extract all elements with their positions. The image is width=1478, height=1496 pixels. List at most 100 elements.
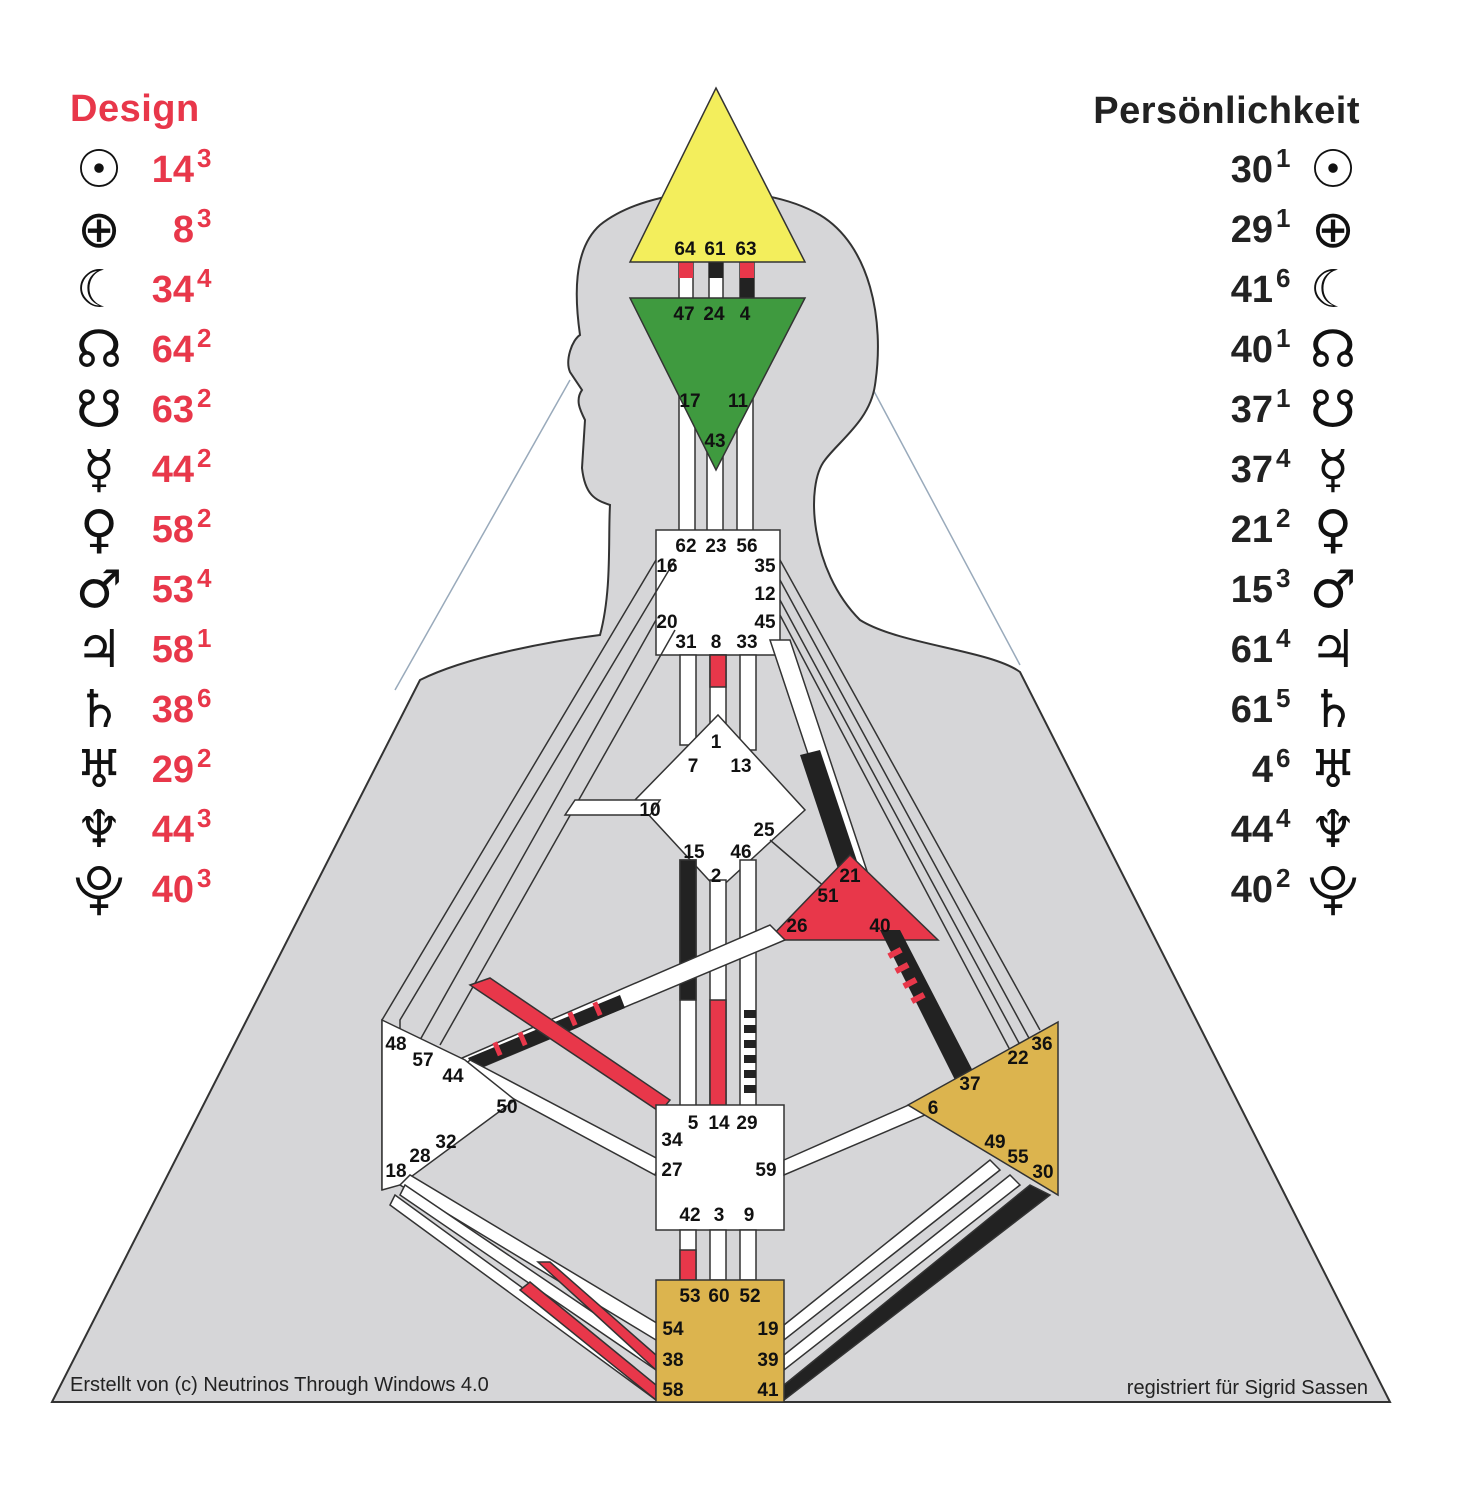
planet-line: 2 [1276,862,1291,893]
south-node-icon: ☋ [1309,380,1357,440]
gate-label: 19 [757,1319,778,1340]
spleen-center [381,1018,517,1191]
gate-label: 18 [385,1161,406,1182]
gate-label: 14 [708,1113,730,1134]
gate-label: 35 [754,556,776,577]
planet-line: 3 [197,142,212,173]
gate-label: 42 [679,1205,700,1226]
perspective-line-right [867,379,1021,666]
gate-label: 25 [753,820,775,841]
planet-gate: 37 [1230,448,1273,491]
gate-label: 32 [435,1132,456,1153]
gate-label: 51 [817,886,839,907]
planet-line: 2 [197,742,212,773]
gate-label: 56 [736,536,757,557]
planet-gate: 41 [1230,268,1273,311]
planet-line: 4 [1276,802,1291,833]
gate-label: 26 [786,916,807,937]
gate-label: 3 [714,1205,725,1226]
mars-icon: ♂ [1309,560,1357,620]
planet-line: 4 [1276,442,1291,473]
gate-label: 44 [442,1066,464,1087]
gate-label: 23 [705,536,726,557]
planet-line: 3 [197,802,212,833]
jupiter-icon: ♃ [1309,620,1357,680]
gate-label: 10 [639,800,660,821]
planet-gate: 38 [151,688,194,731]
mars-icon: ♂ [75,560,123,620]
gate-label: 33 [736,632,757,653]
planet-line: 1 [1276,322,1291,353]
gate-label: 22 [1007,1048,1028,1069]
gate-label: 16 [656,556,677,577]
venus-icon: ♀ [1313,500,1353,560]
planet-gate: 63 [151,388,194,431]
south-node-icon: ☋ [75,380,123,440]
mercury-icon: ☿ [1317,440,1349,500]
gate-label: 52 [739,1286,760,1307]
gate-label: 40 [869,916,890,937]
planet-gate: 4 [1251,748,1273,791]
planet-gate: 58 [151,628,194,671]
planet-gate: 40 [151,868,194,911]
gate-label: 53 [679,1286,700,1307]
gate-label: 15 [683,842,705,863]
moon-icon: ☾ [1309,260,1357,320]
gate-label: 34 [661,1130,683,1151]
channels-throat-g [679,654,757,751]
planet-line: 5 [1276,682,1291,713]
gate-label: 50 [496,1097,517,1118]
channels-root-spleen [389,1174,661,1402]
gate-label: 61 [704,239,726,260]
uranus-icon: ♅ [75,740,123,800]
gate-label: 29 [736,1113,757,1134]
planet-line: 2 [197,322,212,353]
planet-line: 6 [197,682,212,713]
planet-gate: 8 [172,208,194,251]
north-node-icon: ☊ [1309,320,1357,380]
planet-gate: 53 [151,568,194,611]
planet-gate: 15 [1230,568,1273,611]
gate-label: 24 [703,304,725,325]
uranus-icon: ♅ [1309,740,1357,800]
gate-label: 21 [839,866,861,887]
sun-icon: ☉ [75,140,123,200]
venus-icon: ♀ [79,500,119,560]
planet-line: 2 [197,502,212,533]
channel-29-46-stripes [744,1010,756,1093]
saturn-icon: ♄ [1309,680,1357,740]
planet-line: 6 [1276,742,1291,773]
gate-label: 43 [704,431,725,452]
planet-line: 1 [1276,202,1291,233]
channel-21-45-defined [800,750,860,875]
design-title: Design [70,88,200,130]
planet-gate: 29 [151,748,194,791]
head-center [628,86,807,263]
planet-line: 3 [1276,562,1291,593]
planet-line: 4 [197,262,212,293]
planet-gate: 44 [1230,808,1273,851]
ajna-center [628,297,807,472]
sun-icon: ☉ [1309,140,1357,200]
planet-line: 2 [197,442,212,473]
solar-plexus-center [906,1020,1059,1197]
neptune-icon: ♆ [1309,800,1357,860]
gate-label: 38 [662,1350,683,1371]
channels-ajna-throat [678,389,754,536]
